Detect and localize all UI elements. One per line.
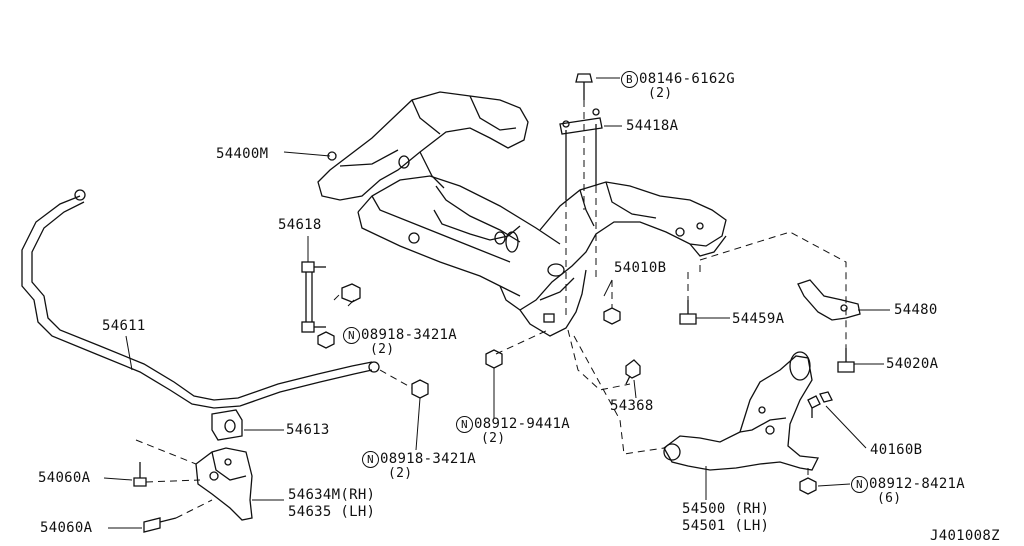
nut-symbol-n: N [456,416,473,433]
label-08146-qty: (2) [648,86,673,101]
nut-symbol-n: N [362,451,379,468]
label-54501-lh: 54501 (LH) [682,518,770,534]
label-number: 08918-3421A [380,451,477,467]
label-54635-lh: 54635 (LH) [288,504,376,520]
label-54613: 54613 [286,422,330,438]
nut-symbol-n: N [851,476,868,493]
label-54418a: 54418A [626,118,679,134]
label-54368: 54368 [610,398,654,414]
label-54618: 54618 [278,217,322,233]
label-08918-top-qty: (2) [370,342,395,357]
bolt-symbol-b: B [621,71,638,88]
diagram-code: J401008Z [930,528,1000,544]
label-54611: 54611 [102,318,146,334]
member-bolts [575,73,593,100]
label-54634m-rh: 54634M(RH) [288,487,376,503]
label-08912-9441-qty: (2) [481,431,506,446]
misc-bolts [625,300,855,385]
bracket-bolts [133,462,177,533]
label-number: 08918-3421A [361,327,458,343]
ball-joint-bolts [807,391,833,418]
lower-link [663,351,819,471]
stabilizer-bushing [211,409,243,441]
member-bracket [797,279,861,321]
label-number: 08912-9441A [474,416,571,432]
stabilizer-bar [21,189,380,409]
brace-rods [559,108,603,200]
label-number: 08146-6162G [639,71,736,87]
label-54459a: 54459A [732,311,785,327]
assembly-dash-lines [135,100,847,519]
stabilizer-link [301,261,361,349]
label-54400m: 54400M [216,146,269,162]
stabilizer-bracket [195,447,253,521]
label-number: 08912-8421A [869,476,966,492]
suspension-member [317,91,727,337]
label-54500-rh: 54500 (RH) [682,501,770,517]
leader-lines [103,77,890,529]
label-54020a: 54020A [886,356,939,372]
label-54060a-top: 54060A [38,470,91,486]
label-08912-8421-qty: (6) [877,491,902,506]
label-08918-bottom-qty: (2) [388,466,413,481]
label-54010b: 54010B [614,260,667,276]
label-54480: 54480 [894,302,938,318]
label-54060a-bottom: 54060A [40,520,93,536]
label-40160b: 40160B [870,442,923,458]
nut-symbol-n: N [343,327,360,344]
